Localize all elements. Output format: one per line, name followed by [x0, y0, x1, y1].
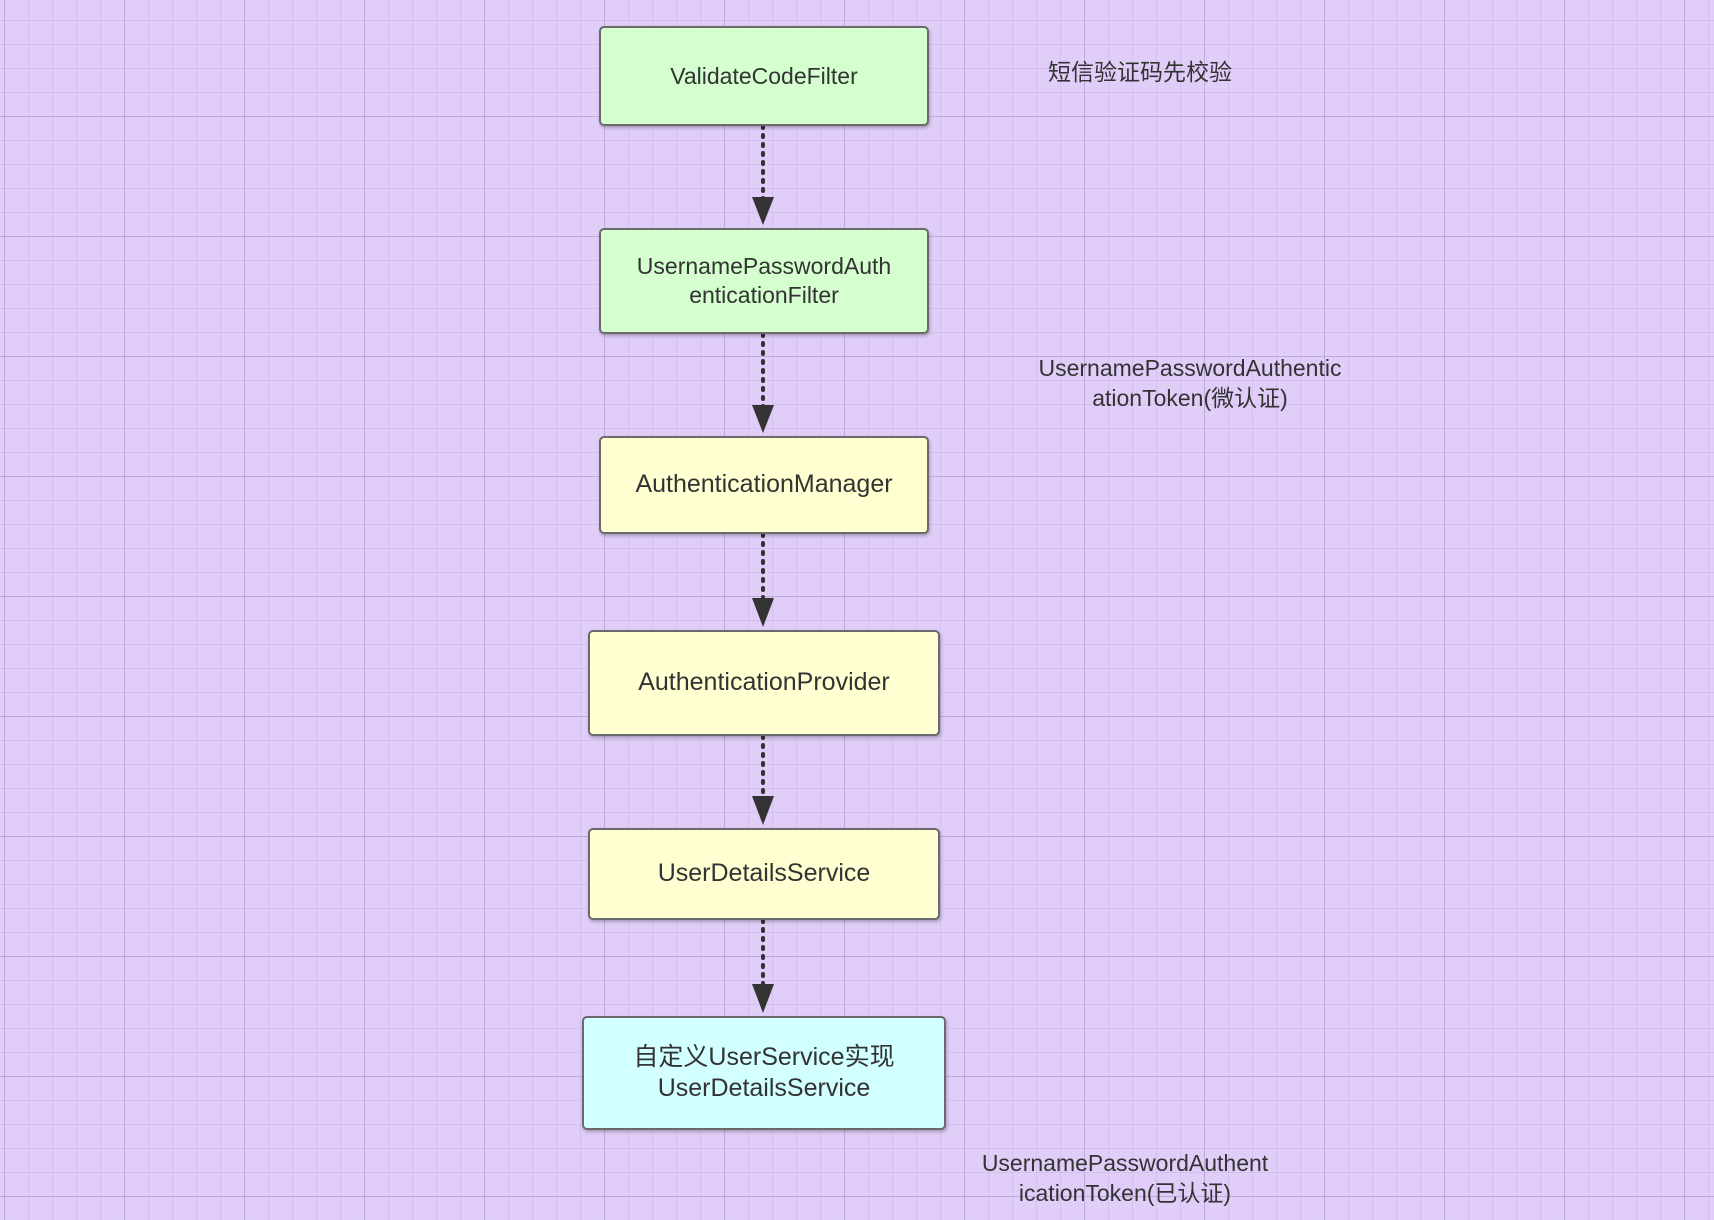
custom-user-service-node[interactable]: 自定义UserService实现 UserDetailsService [582, 1016, 946, 1130]
edge-user-details-to-custom-service [752, 918, 774, 1013]
edge-provider-to-user-details [752, 734, 774, 825]
edge-validate-to-username-filter [752, 124, 774, 225]
edge-username-filter-to-manager [752, 332, 774, 433]
authentication-manager-label: AuthenticationManager [635, 470, 893, 499]
custom-user-service-label-line1: 自定义UserService实现 [633, 1042, 895, 1071]
sms-check-note: 短信验证码先校验 [1030, 58, 1250, 88]
authentication-manager-node[interactable]: AuthenticationManager [599, 436, 929, 534]
username-password-filter-label-line2: enticationFilter [689, 282, 839, 308]
username-password-filter-label-line1: UsernamePasswordAuth [636, 253, 892, 280]
authentication-provider-label: AuthenticationProvider [638, 668, 890, 697]
authenticated-token-note-line1: UsernamePasswordAuthent [981, 1150, 1269, 1176]
validate-code-filter-node[interactable]: ValidateCodeFilter [599, 26, 929, 126]
unauthenticated-token-note: UsernamePasswordAuthentic ationToken(微认证… [1010, 354, 1370, 414]
custom-user-service-label-line2: UserDetailsService [657, 1074, 871, 1102]
sms-check-note-text: 短信验证码先校验 [1048, 59, 1232, 85]
authentication-provider-node[interactable]: AuthenticationProvider [588, 630, 940, 736]
edge-manager-to-provider [752, 532, 774, 627]
validate-code-filter-label: ValidateCodeFilter [670, 62, 858, 89]
user-details-service-label: UserDetailsService [657, 859, 871, 888]
authenticated-token-note-line2: icationToken(已认证) [1018, 1179, 1232, 1206]
authenticated-token-note: UsernamePasswordAuthent icationToken(已认证… [950, 1149, 1300, 1209]
unauthenticated-token-note-line2: ationToken(微认证) [1092, 384, 1288, 411]
unauthenticated-token-note-line1: UsernamePasswordAuthentic [1038, 355, 1342, 381]
username-password-filter-node[interactable]: UsernamePasswordAuth enticationFilter [599, 228, 929, 334]
user-details-service-node[interactable]: UserDetailsService [588, 828, 940, 920]
